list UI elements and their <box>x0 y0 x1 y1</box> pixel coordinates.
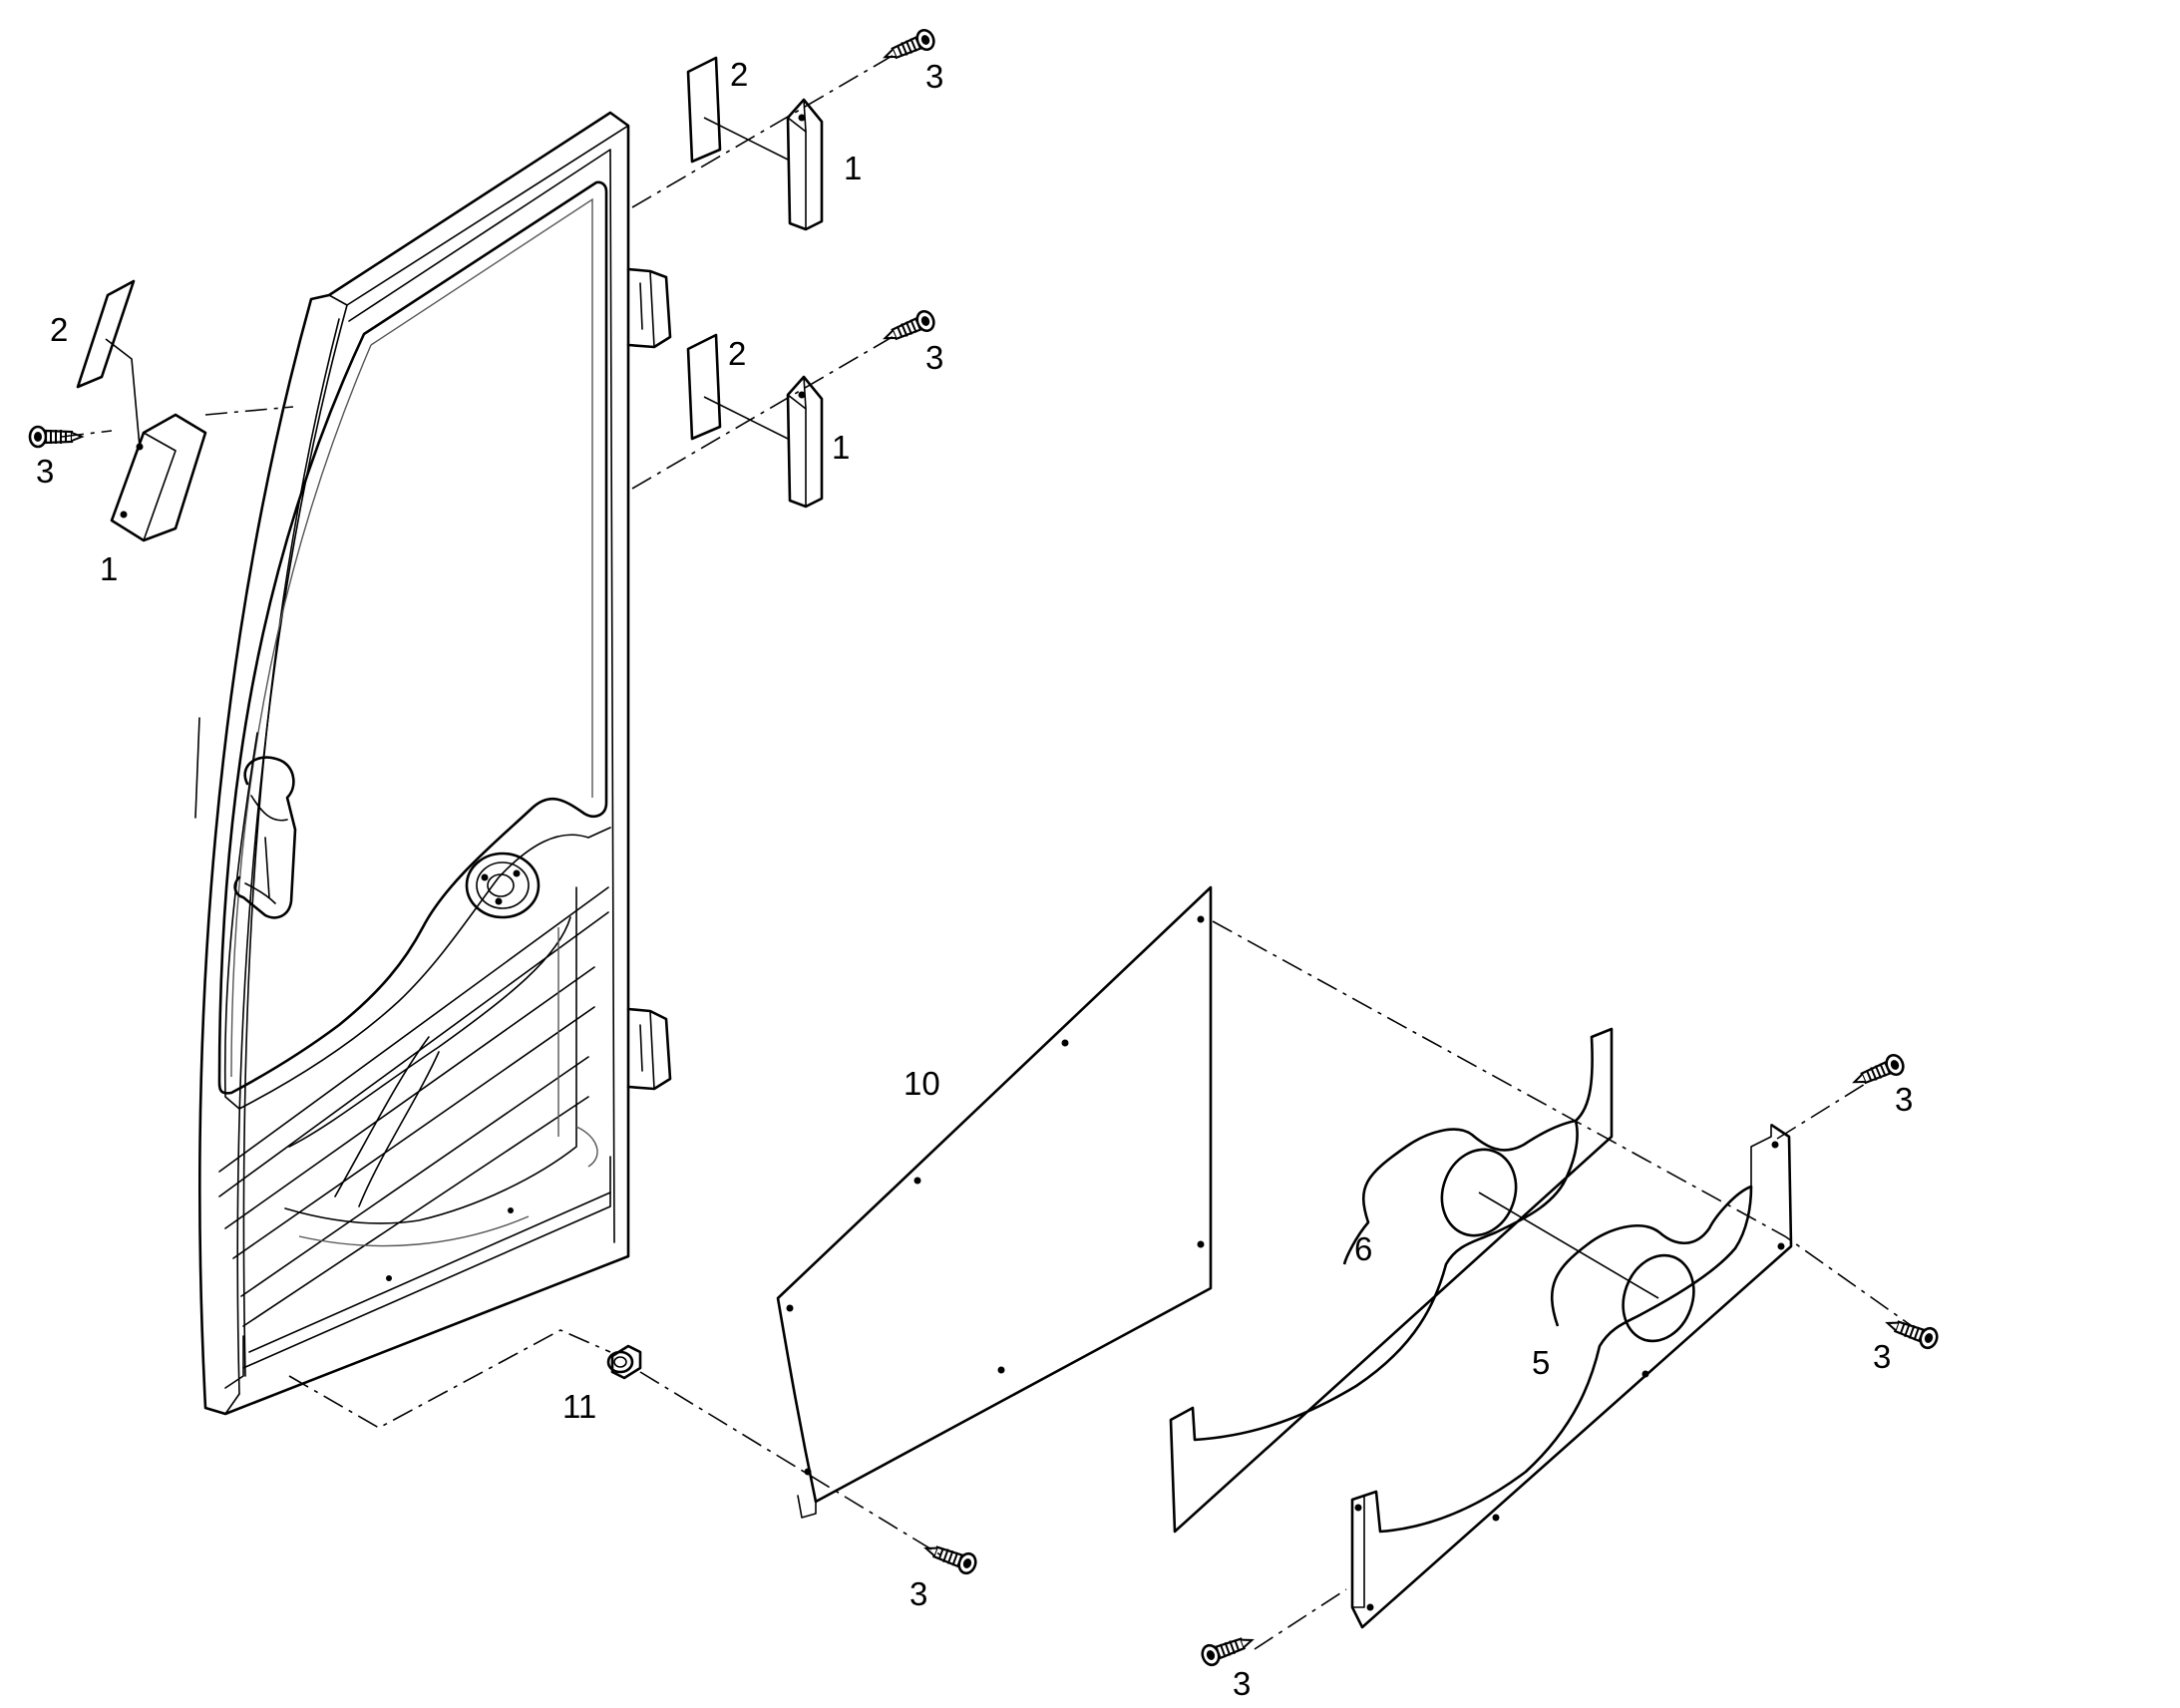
door-handle <box>233 756 297 919</box>
callout-c2: 1 <box>844 150 862 186</box>
callout-c15: 11 <box>562 1388 596 1425</box>
screw-plate-5-right <box>1882 1312 1942 1352</box>
callout-labels: 2 1 3 2 1 3 2 3 1 10 3 6 3 5 11 3 3 <box>36 56 1913 1702</box>
callout-c1: 2 <box>730 56 748 93</box>
door-lock <box>465 852 541 919</box>
callout-c12: 6 <box>1354 1230 1372 1267</box>
callout-c14: 5 <box>1532 1344 1550 1381</box>
pad-left <box>76 279 136 389</box>
callout-c8: 3 <box>925 339 943 376</box>
spacer-11 <box>606 1344 642 1380</box>
callout-c16: 3 <box>909 1575 927 1612</box>
leader-lines <box>105 117 1659 1299</box>
callout-c13: 3 <box>1873 1338 1891 1375</box>
cab-door <box>194 111 630 1416</box>
callout-c17: 3 <box>1233 1665 1251 1702</box>
screw-panel-10 <box>920 1537 980 1577</box>
callout-c6: 3 <box>36 453 54 490</box>
pad-upper-right-top <box>686 56 722 164</box>
bracket-upper-top <box>786 98 824 231</box>
callout-c3: 3 <box>925 58 943 95</box>
plate-5 <box>1350 1123 1793 1629</box>
bracket-upper-mid <box>786 375 824 509</box>
bracket-left <box>110 413 207 542</box>
screw-plate-5-bottom <box>1198 1629 1258 1669</box>
screw-left <box>28 425 84 449</box>
panel-10 <box>776 885 1213 1519</box>
callout-c7: 2 <box>728 335 746 372</box>
callout-c9: 1 <box>832 429 850 466</box>
plate-6 <box>1169 1027 1614 1534</box>
callout-c4: 2 <box>50 311 68 348</box>
door-hinge-upper <box>626 267 672 349</box>
pad-upper-right-mid <box>686 333 722 441</box>
callout-c11: 3 <box>1895 1081 1913 1118</box>
callout-c5: 1 <box>100 550 118 587</box>
door-hinge-lower <box>626 1007 672 1091</box>
assembly-centerlines <box>61 53 1916 1650</box>
callout-c10: 10 <box>904 1065 940 1102</box>
